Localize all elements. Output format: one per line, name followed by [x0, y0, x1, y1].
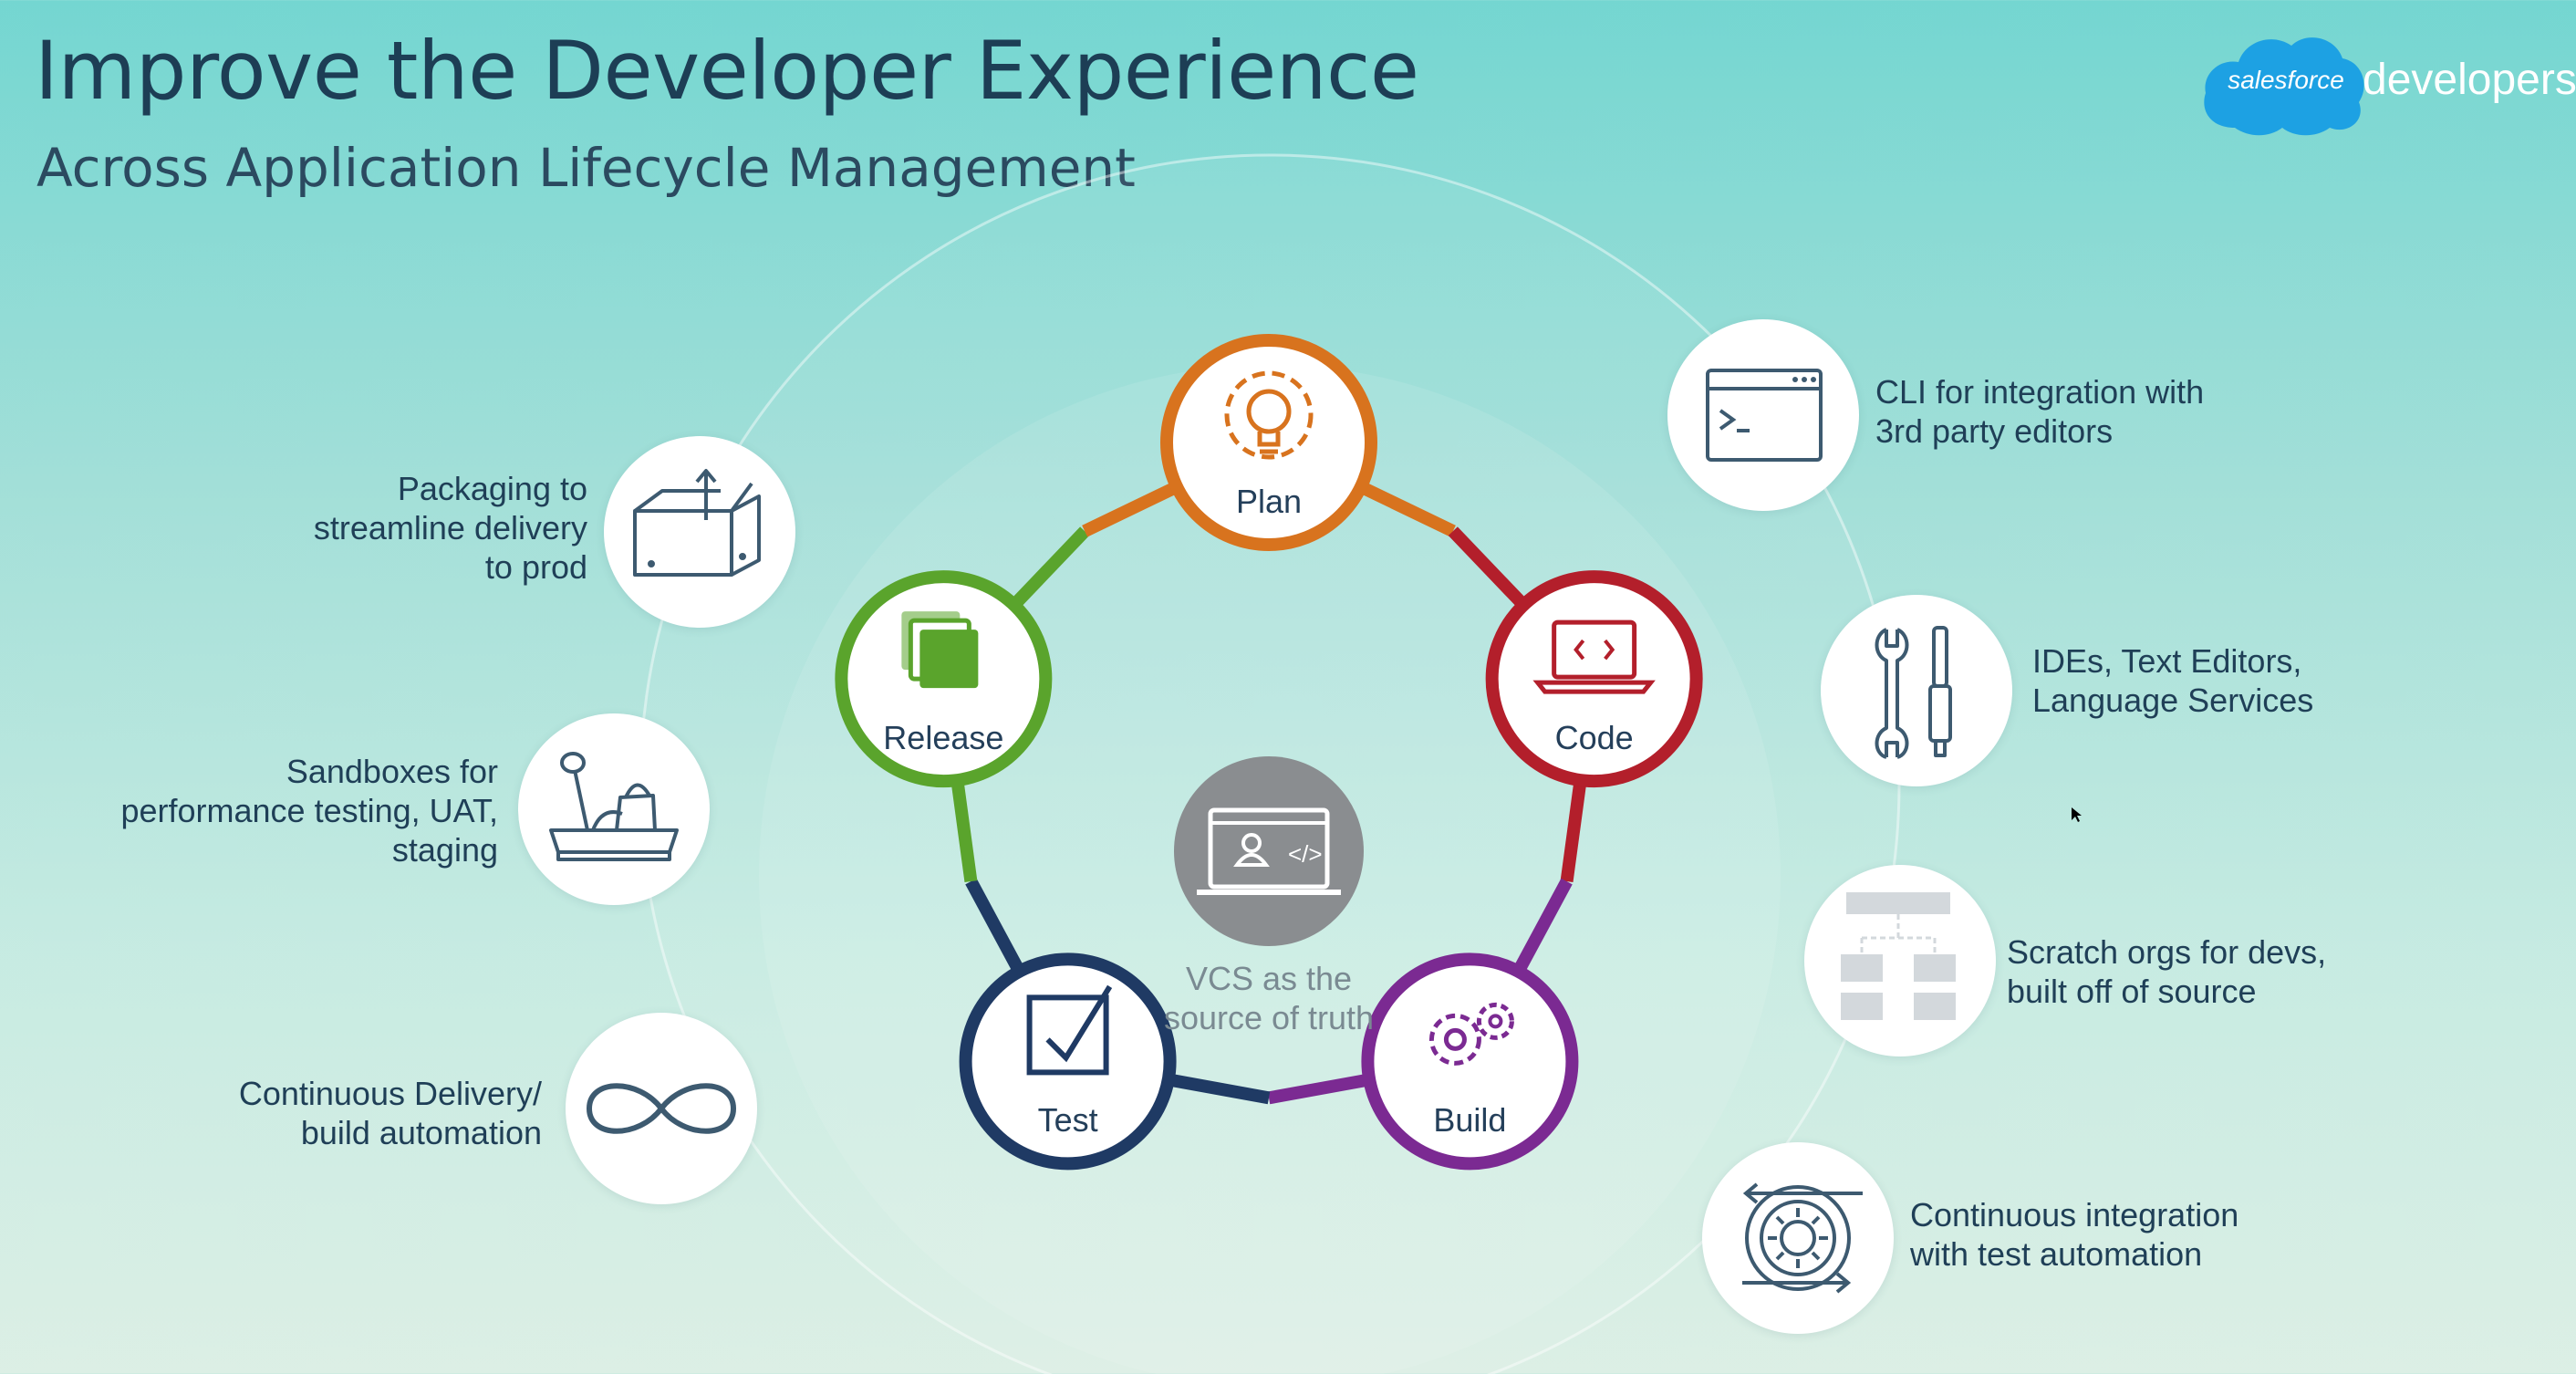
svg-text:</>: </>	[1288, 840, 1323, 868]
lightbulb-gear-icon	[1224, 370, 1314, 460]
cycle-node-build-ring	[1361, 952, 1579, 1171]
gears-icon	[1428, 1002, 1514, 1066]
ides-caption: IDEs, Text Editors, Language Services	[2032, 642, 2314, 719]
cycle-node-code	[1485, 570, 1703, 788]
code-label: Code	[1554, 719, 1634, 757]
cycle-node-plan	[1160, 334, 1377, 551]
cycle-node-build	[1361, 952, 1579, 1171]
continuous-delivery-caption: Continuous Delivery/ build automation	[238, 1075, 542, 1151]
release-label: Release	[883, 719, 1004, 757]
continuous-integration-caption: Continuous integration with test automat…	[1910, 1196, 2239, 1273]
sandboxes-caption: Sandboxes for performance testing, UAT, …	[120, 753, 498, 869]
box-icon	[604, 436, 795, 628]
build-label: Build	[1433, 1101, 1507, 1140]
vcs-icon: </>	[1174, 756, 1364, 946]
cli-caption: CLI for integration with 3rd party edito…	[1875, 373, 2205, 450]
packaging-caption: Packaging to streamline delivery to prod	[313, 470, 587, 586]
cycle-node-test	[959, 952, 1177, 1171]
cloud-icon	[2204, 37, 2364, 136]
wrench-screwdriver-icon	[1821, 595, 2012, 786]
plan-label: Plan	[1235, 483, 1303, 520]
terminal-icon	[1667, 319, 1859, 511]
salesforce-developers-logo: salesforce developers	[2198, 26, 2576, 144]
infinity-icon	[566, 1013, 757, 1204]
checkbox-icon	[1026, 984, 1113, 1076]
vcs-label: VCS as the source of truth	[1163, 960, 1375, 1036]
page-subtitle: Across Application Lifecycle Management	[36, 137, 1136, 199]
laptop-code-icon	[1532, 619, 1656, 694]
cycle-nodes	[835, 334, 1703, 1171]
stacked-pages-icon	[901, 611, 979, 689]
scratch-orgs-caption: Scratch orgs for devs, built off of sour…	[2007, 933, 2327, 1010]
gear-cycle-icon	[1702, 1142, 1894, 1334]
cycle-node-release	[835, 570, 1053, 788]
cycle-node-test-ring	[959, 952, 1177, 1171]
logo-brand-text: developers	[2363, 56, 2576, 104]
sandbox-icon	[518, 713, 710, 905]
logo-cloud-text: salesforce	[2228, 66, 2344, 94]
test-label: Test	[1037, 1101, 1098, 1140]
page-title: Improve the Developer Experience	[35, 24, 1419, 118]
mouse-cursor-icon	[2072, 807, 2082, 822]
org-chart-icon	[1804, 865, 1996, 1057]
